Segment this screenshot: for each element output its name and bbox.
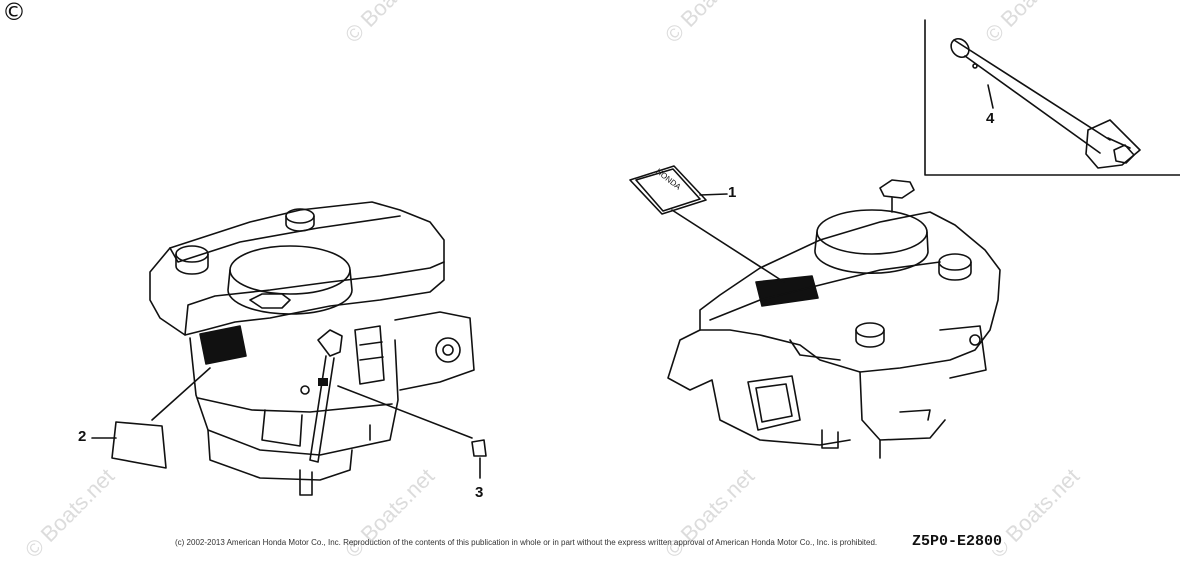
leader-line <box>987 84 994 109</box>
copyright-notice: (c) 2002-2013 American Honda Motor Co., … <box>175 538 878 547</box>
leader-line <box>151 367 211 421</box>
engine-right-illustration <box>667 179 1001 459</box>
engine-left-illustration <box>149 201 475 496</box>
part-plug-wrench <box>950 37 1141 169</box>
callout-4: 4 <box>986 110 995 127</box>
callout-3: 3 <box>475 484 484 501</box>
leader-line <box>699 193 728 196</box>
callout-1: 1 <box>728 184 737 201</box>
copyright-mark: © <box>2 0 26 26</box>
part-label-honda <box>629 165 707 215</box>
part-label-2 <box>111 421 167 469</box>
part-label-3 <box>471 439 487 457</box>
leader-line <box>671 209 785 283</box>
callout-2: 2 <box>78 428 87 445</box>
leader-line <box>337 385 473 439</box>
tool-box-border <box>924 19 1180 176</box>
diagram-code: Z5P0-E2800 <box>910 533 1005 550</box>
